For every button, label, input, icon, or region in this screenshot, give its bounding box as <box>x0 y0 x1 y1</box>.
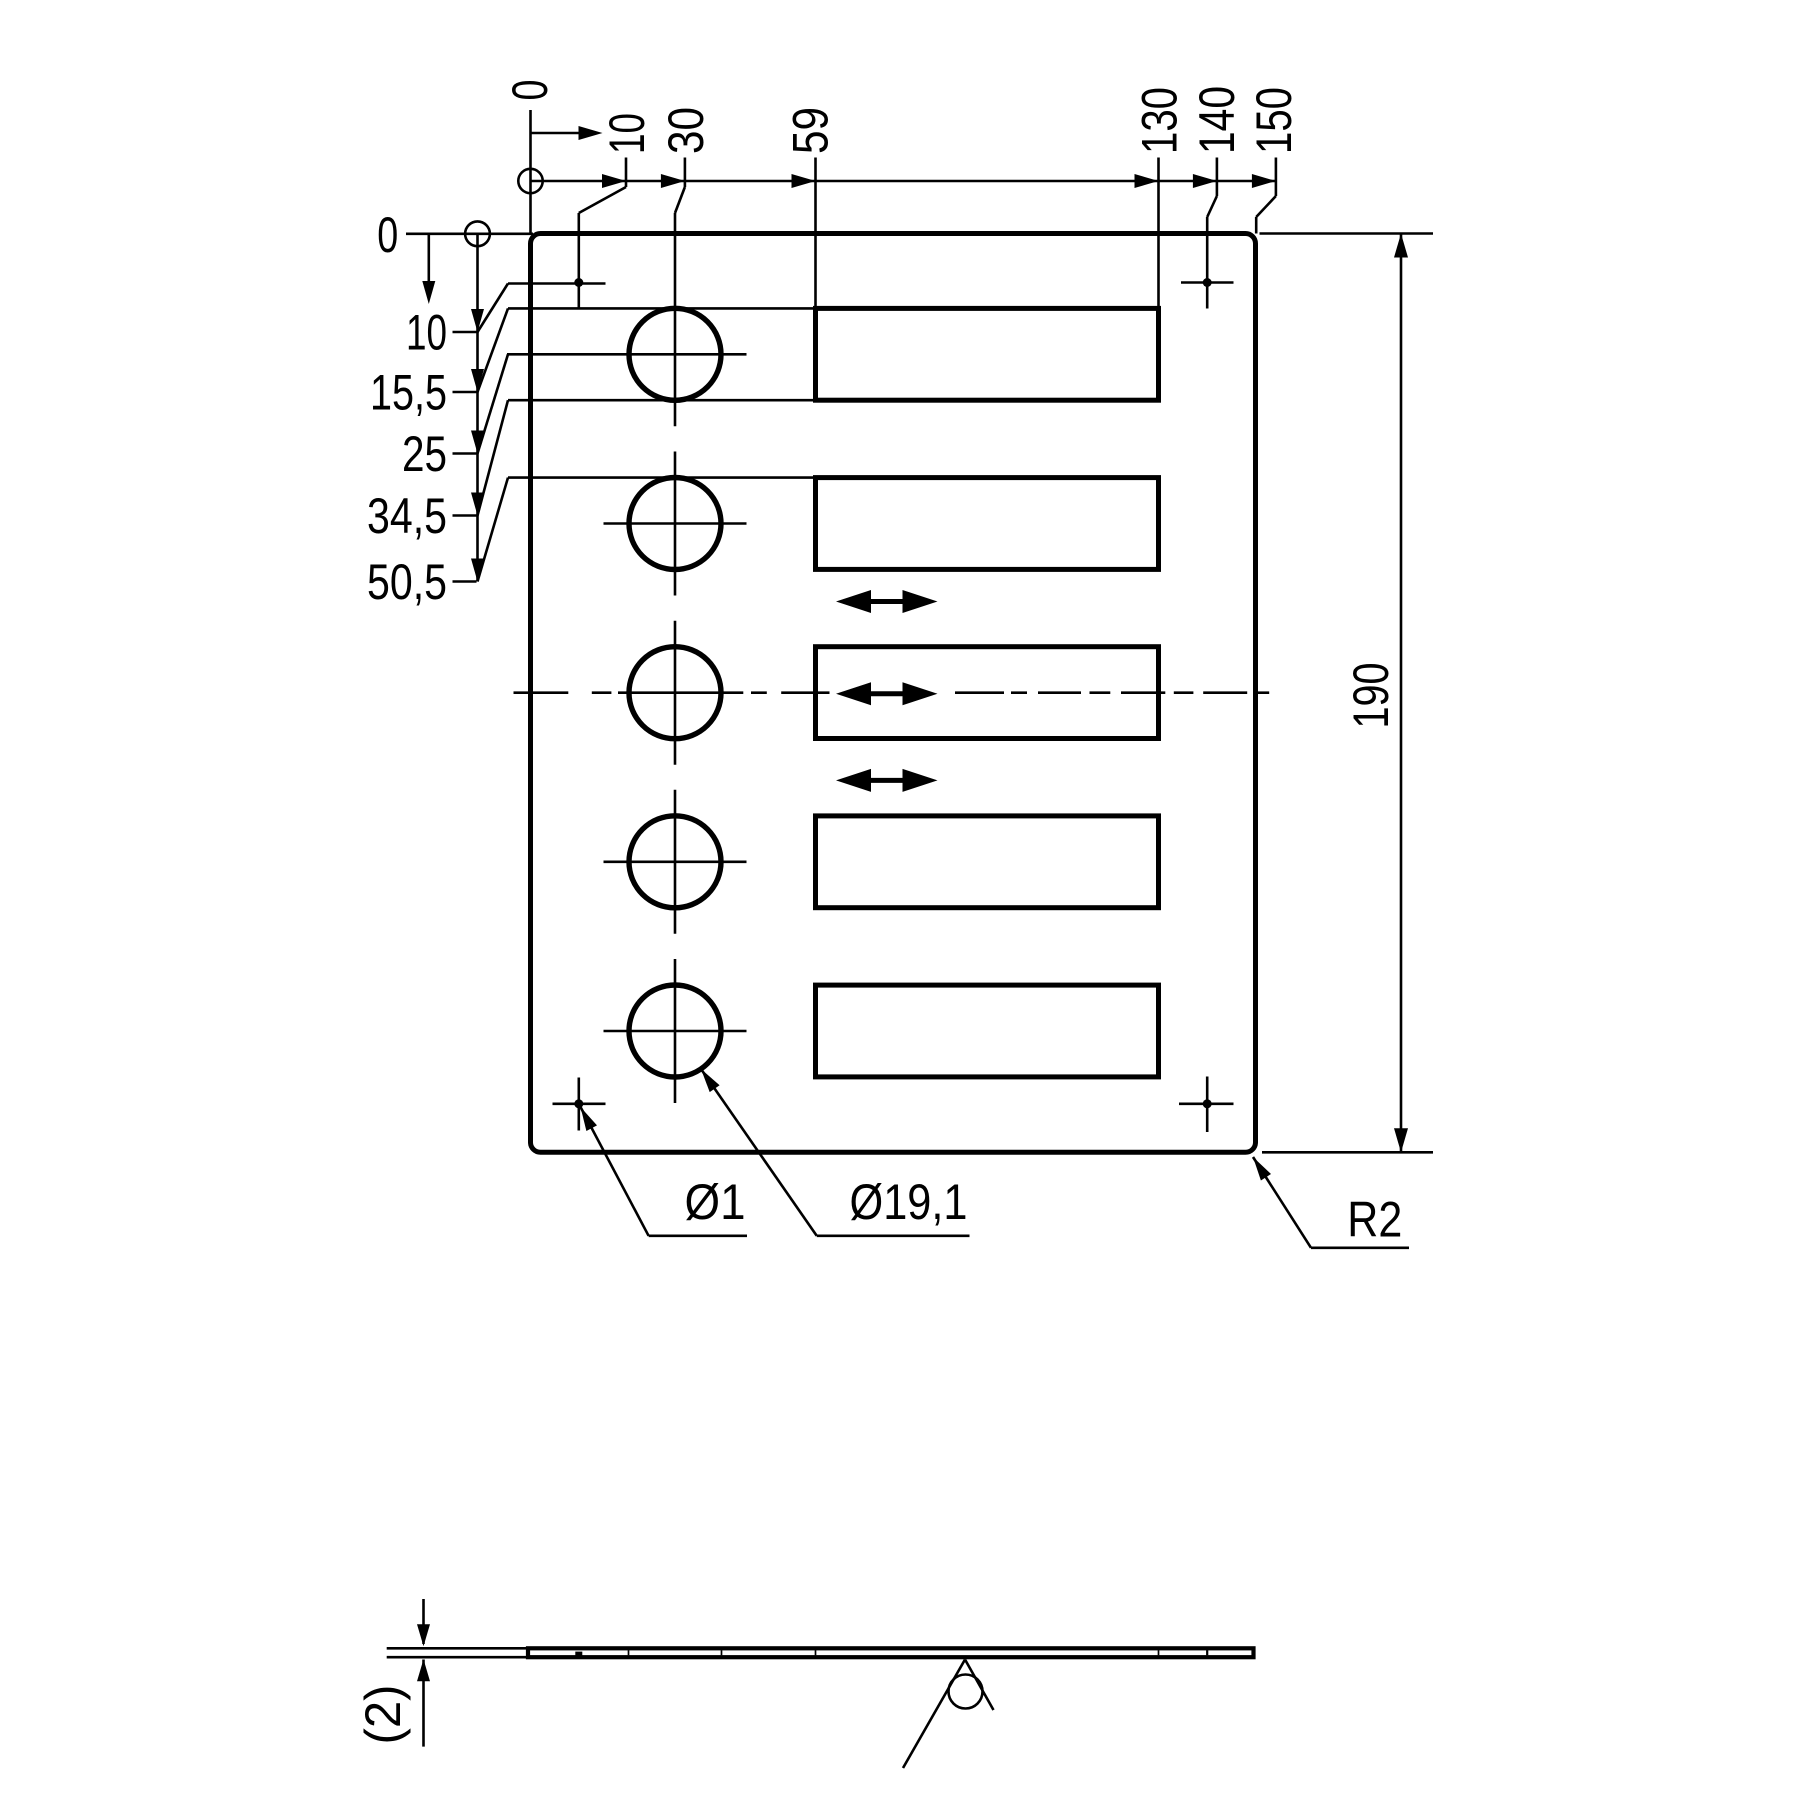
svg-text:(2): (2) <box>355 1685 411 1745</box>
svg-text:25: 25 <box>402 426 447 482</box>
svg-text:Ø1: Ø1 <box>685 1174 746 1230</box>
svg-text:R2: R2 <box>1347 1192 1402 1248</box>
svg-text:140: 140 <box>1189 86 1245 154</box>
svg-text:59: 59 <box>783 107 839 154</box>
svg-text:150: 150 <box>1246 87 1302 154</box>
svg-text:130: 130 <box>1131 87 1187 154</box>
svg-text:10: 10 <box>406 305 447 361</box>
svg-text:15,5: 15,5 <box>370 365 447 421</box>
svg-text:50,5: 50,5 <box>367 554 447 610</box>
svg-text:0: 0 <box>502 80 558 101</box>
svg-text:0: 0 <box>377 207 398 263</box>
svg-text:10: 10 <box>599 113 655 154</box>
svg-text:34,5: 34,5 <box>367 488 447 544</box>
svg-text:Ø19,1: Ø19,1 <box>850 1174 968 1230</box>
svg-text:190: 190 <box>1343 663 1399 729</box>
svg-text:30: 30 <box>658 107 714 154</box>
